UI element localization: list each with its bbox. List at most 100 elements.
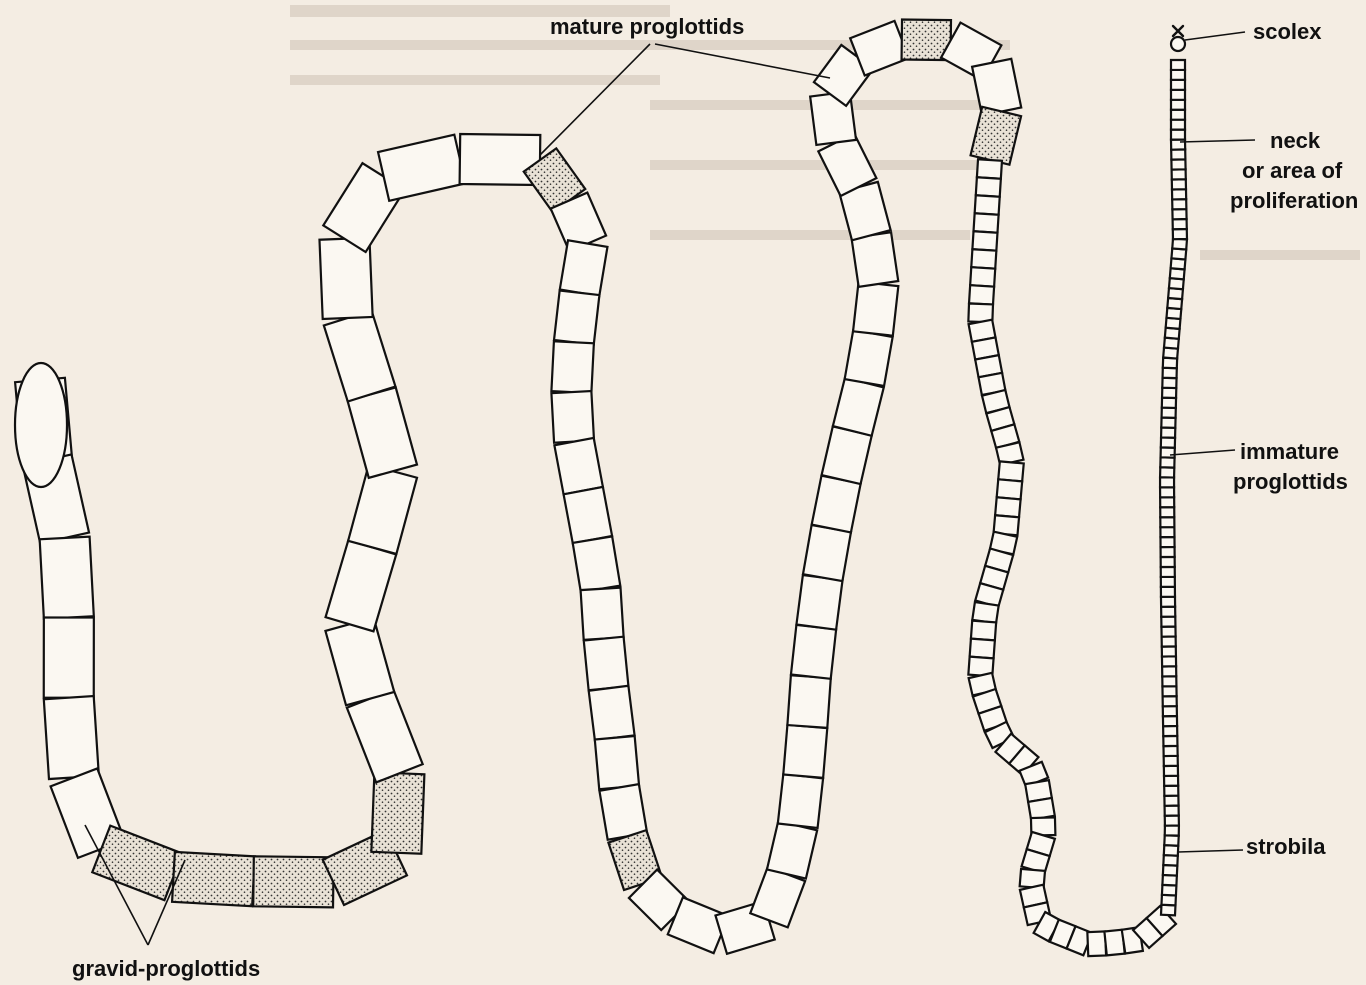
label-area-of: or area of <box>1242 158 1343 183</box>
strobila-segment <box>1161 626 1175 636</box>
strobila-segment <box>1163 368 1177 378</box>
immature-proglottid <box>970 639 995 659</box>
proglottid-segment <box>778 774 823 828</box>
strobila-segment <box>1160 457 1174 467</box>
proglottid-segment <box>551 391 594 443</box>
proglottid-segment <box>767 821 817 878</box>
strobila-segment <box>1161 547 1175 557</box>
strobila-segment <box>1161 587 1175 597</box>
immature-proglottid <box>974 213 999 232</box>
immature-proglottid <box>1087 931 1106 956</box>
strobila-segment <box>1172 169 1186 179</box>
immature-proglottid <box>975 195 1000 214</box>
strobila-segment <box>1161 617 1175 627</box>
strobila-segment <box>1160 537 1174 547</box>
label-immature-proglottids: proglottids <box>1233 469 1348 494</box>
strobila-segment <box>1160 507 1174 517</box>
strobila-segment <box>1163 726 1177 736</box>
label-proliferation: proliferation <box>1230 188 1358 213</box>
strobila-segment <box>1171 110 1185 120</box>
strobila-segment <box>1172 189 1186 199</box>
proglottid-segment <box>326 540 397 631</box>
strobila-segment <box>1161 597 1175 607</box>
strobila-segment <box>1160 477 1174 487</box>
strobila-segment <box>1163 716 1177 726</box>
strobila-segment <box>1172 209 1186 219</box>
proglottid-segment <box>803 525 851 581</box>
leader-immature <box>1170 450 1235 455</box>
label-immature: immature <box>1240 439 1339 464</box>
immature-proglottid <box>971 249 996 268</box>
scolex-head <box>1171 37 1185 51</box>
proglottid-segment <box>554 438 603 494</box>
immature-proglottid <box>969 285 994 304</box>
worm-gravid-section <box>15 134 540 907</box>
proglottid-segment <box>564 487 613 543</box>
proglottid-segment <box>40 537 94 619</box>
strobila-segment <box>1162 686 1176 696</box>
strobila-segment <box>1161 447 1175 457</box>
proglottid-segment <box>347 690 423 783</box>
strobila-segment <box>1163 696 1177 706</box>
proglottid-segment <box>852 232 899 287</box>
strobila-segment <box>1160 467 1174 477</box>
proglottid-segment <box>44 617 94 697</box>
strobila-segment <box>1162 388 1176 398</box>
worm-mature-section <box>524 20 1022 954</box>
leader-neck <box>1180 140 1255 142</box>
proglottid-segment <box>783 725 827 778</box>
leader-strobila <box>1178 850 1243 852</box>
proglottid-segment <box>787 675 830 728</box>
proglottid-segment <box>554 291 599 345</box>
strobila-segment <box>1164 756 1178 766</box>
strobila-segment <box>1161 427 1175 437</box>
strobila-segment <box>1165 806 1179 816</box>
strobila-segment <box>1164 776 1178 786</box>
strobila-segment <box>1162 398 1176 408</box>
strobila-segment <box>1164 786 1178 796</box>
strobila-segment <box>1171 100 1185 110</box>
proglottid-segment <box>845 330 893 386</box>
strobila-segment <box>1163 706 1177 716</box>
proglottid-segment-dotted <box>971 107 1022 165</box>
strobila-segment <box>1162 378 1176 388</box>
strobila-segment <box>1160 497 1174 507</box>
immature-proglottid <box>972 231 997 250</box>
strobila-segment <box>1163 746 1177 756</box>
worm-immature-section <box>968 159 1176 956</box>
proglottid-segment <box>560 240 608 296</box>
proglottid-segment <box>325 618 394 706</box>
strobila-segment <box>1171 70 1185 80</box>
label-mature-proglottids: mature proglottids <box>550 14 744 39</box>
strobila-segment <box>1164 835 1178 846</box>
scolex-hooks <box>1173 26 1183 36</box>
label-neck: neck <box>1270 128 1321 153</box>
strobila-segment <box>1162 636 1176 646</box>
proglottid-segment <box>589 686 635 740</box>
proglottid-segment <box>348 387 417 477</box>
strobila-segment <box>1161 567 1175 577</box>
gravid-end-segment <box>15 363 67 487</box>
proglottid-segment <box>833 378 884 436</box>
strobila-segment <box>1171 80 1185 90</box>
label-scolex: scolex <box>1253 19 1322 44</box>
immature-proglottid <box>997 479 1022 499</box>
strobila-segment <box>1171 159 1185 169</box>
strobila-segment <box>1171 60 1185 70</box>
strobila-segment <box>1161 418 1175 428</box>
strobila-segment <box>1162 646 1176 656</box>
strobila-segment <box>1171 130 1185 140</box>
strobila-segment <box>1162 656 1176 666</box>
strobila-segment <box>1164 796 1178 806</box>
strobila-segment <box>1163 736 1177 746</box>
strobila-segment <box>1164 766 1178 776</box>
immature-proglottid <box>976 177 1001 196</box>
proglottid-segment <box>551 341 593 393</box>
strobila-segment <box>1172 199 1186 209</box>
strobila-segment <box>1172 179 1186 189</box>
label-gravid-proglottids: gravid-proglottids <box>72 956 260 981</box>
proglottid-segment <box>822 426 872 484</box>
strobila-segment <box>1171 139 1185 149</box>
strobila-segment <box>1171 90 1185 100</box>
strobila-segment <box>1161 437 1175 447</box>
